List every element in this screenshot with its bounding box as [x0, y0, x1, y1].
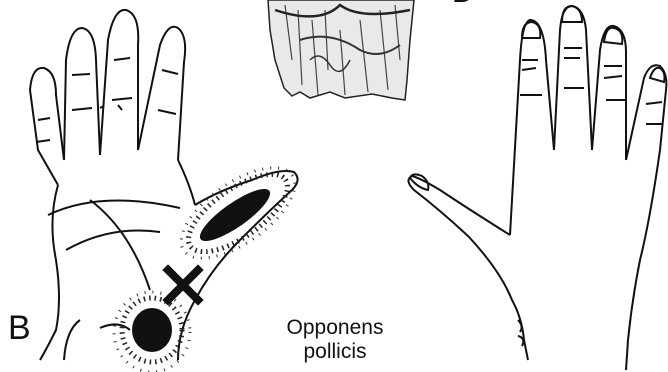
left-hand-palm — [30, 10, 298, 360]
trigger-point-x-mark — [168, 270, 198, 300]
muscle-caption: Opponens pollicis — [270, 316, 400, 364]
panel-label-partial: D — [452, 0, 474, 8]
muscle-name-line1: Opponens — [270, 316, 400, 340]
panel-label-b: B — [8, 311, 31, 345]
muscle-name-line2: pollicis — [270, 340, 400, 364]
top-anatomy-sketch — [268, 0, 414, 100]
referred-pain-thumb-area — [167, 151, 310, 276]
right-hand-dorsal — [408, 6, 666, 370]
